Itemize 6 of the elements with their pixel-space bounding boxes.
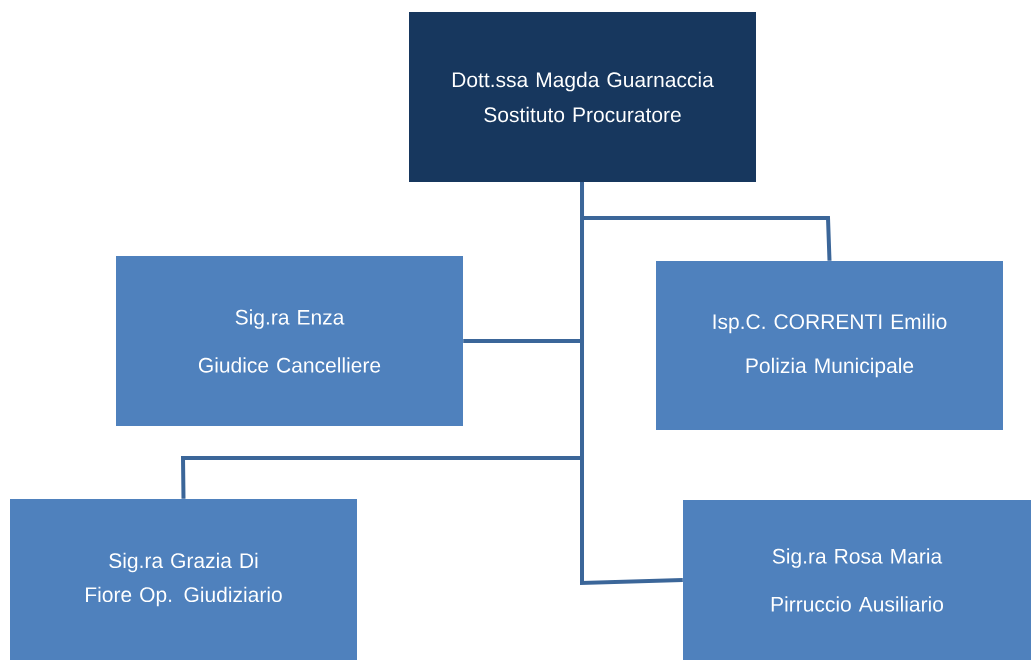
connector-line [580, 182, 683, 586]
org-box: Sig.ra Grazia Di Fiore Op. Giudiziario [10, 499, 357, 660]
org-box: Isp.C. CORRENTI Emilio Polizia Municipale [656, 261, 1003, 430]
org-box: Sig.ra Rosa Maria Pirruccio Ausiliario [683, 500, 1031, 660]
org-box: Sig.ra Enza Giudice Cancelliere [116, 256, 463, 426]
org-box: Dott.ssa Magda Guarnaccia Sostituto Procuratore [409, 12, 756, 182]
